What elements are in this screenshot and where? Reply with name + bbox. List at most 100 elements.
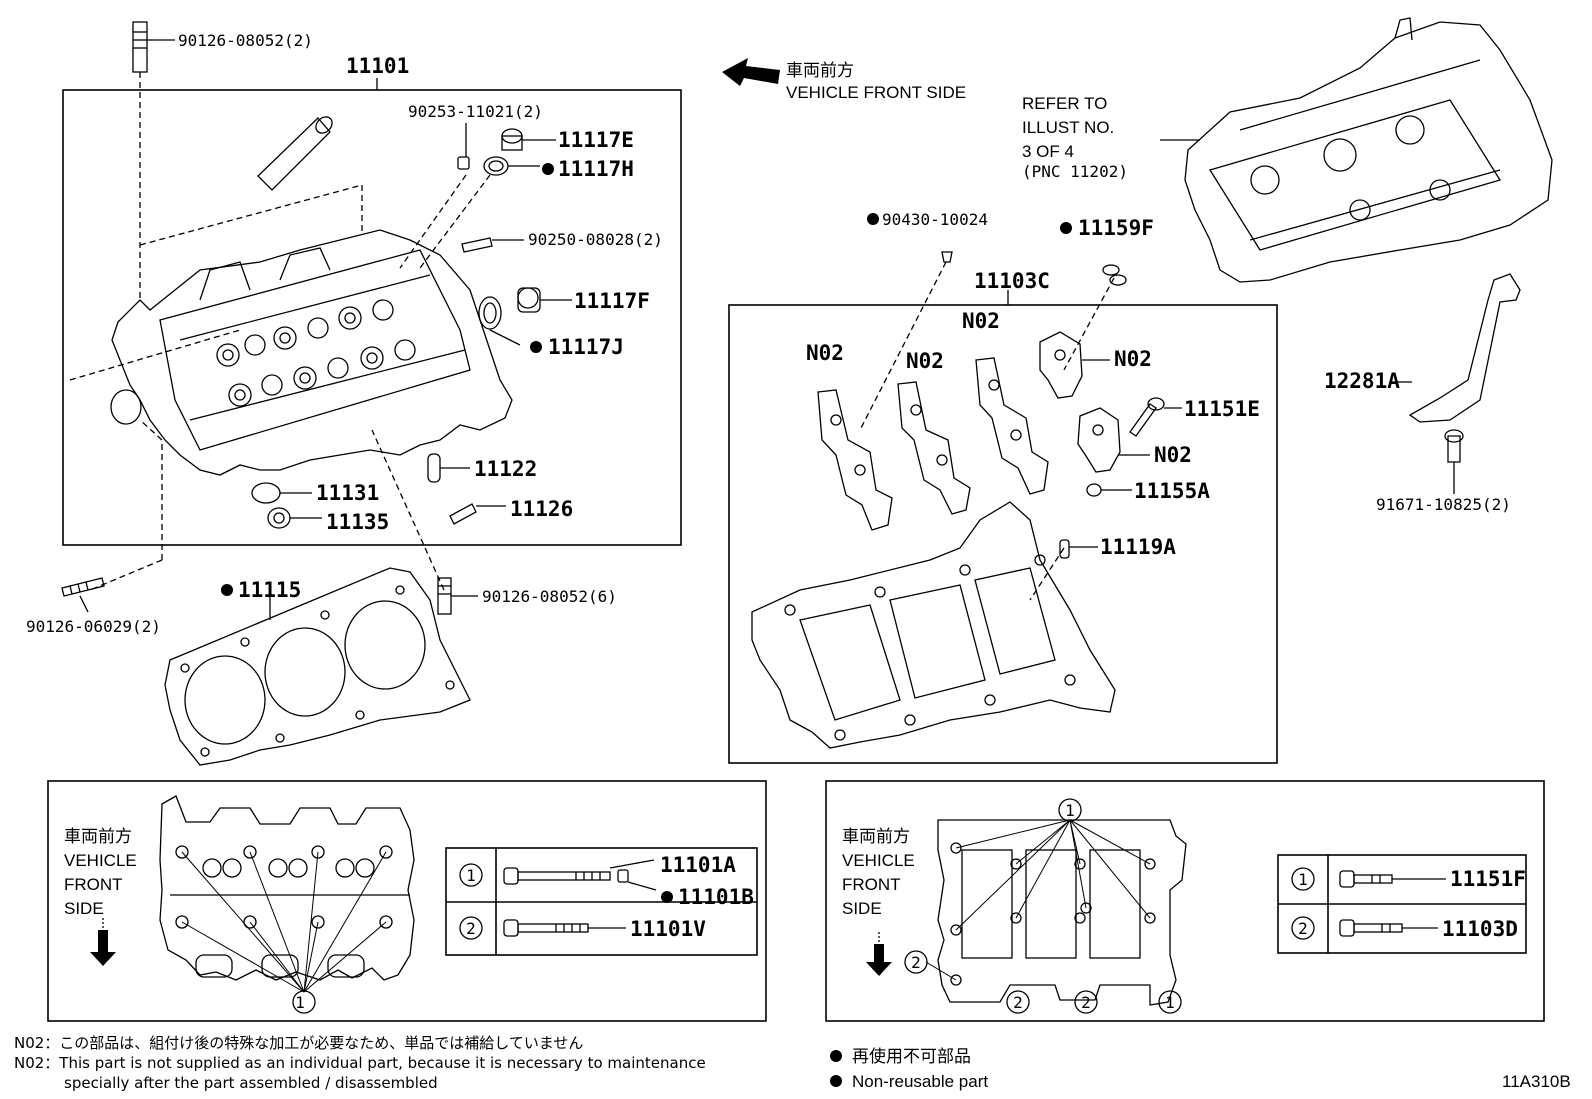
label-11117E: 11117E	[558, 128, 634, 152]
legend-jp: 再使用不可部品	[852, 1046, 971, 1066]
cylinder-head-box	[62, 89, 682, 546]
label-11117H: 11117H	[558, 157, 634, 181]
washer-90430	[941, 251, 953, 263]
head-top-view	[159, 795, 415, 981]
refer-line-2: ILLUST NO.	[1022, 118, 1114, 137]
seal-11117H	[483, 156, 540, 176]
label-11131: 11131	[316, 481, 379, 505]
cylinder-head	[111, 229, 513, 476]
label-11126: 11126	[510, 497, 573, 521]
seal-11131	[251, 482, 312, 504]
callout-1-right-top-text: 1	[1065, 801, 1075, 820]
front-side-jp-left: 車両前方	[64, 827, 132, 846]
bearing-cap-3	[975, 357, 1049, 495]
callout-circle-2-right-b	[1006, 990, 1030, 1014]
pin-11122	[427, 453, 470, 483]
clip-11159F	[1102, 264, 1127, 286]
label-11101: 11101	[346, 54, 409, 78]
front-side-en-left-2: FRONT	[64, 875, 123, 894]
label-90126-08052-6: 90126-08052(6)	[482, 587, 617, 606]
front-side-en-left-1: VEHICLE	[64, 851, 137, 870]
bearing-cap-1	[817, 389, 893, 531]
head-bolt-leaders	[181, 851, 387, 993]
table-1-right-text: 1	[1298, 870, 1308, 889]
callout-2-right-b-text: 2	[1013, 993, 1023, 1012]
cam-cover	[1184, 17, 1553, 283]
label-90430-10024: 90430-10024	[882, 210, 988, 229]
note-n02-jp: N02：この部品は、組付け後の特殊な加工が必要なため、単品では補給していません	[14, 1034, 583, 1052]
callout-circle-1-left	[292, 990, 316, 1014]
table-circle-1-left	[459, 863, 483, 887]
seal-11135	[267, 507, 322, 529]
callout-2-right-c-text: 2	[1081, 993, 1091, 1012]
label-12281A: 12281A	[1324, 369, 1400, 393]
bolt-11151F-icon	[1339, 870, 1446, 888]
label-11159F: 11159F	[1078, 216, 1154, 240]
seal-11117J	[478, 296, 521, 346]
bolt-11101V-icon	[503, 919, 626, 937]
front-arrow-top	[722, 58, 780, 86]
label-n02-c: N02	[962, 309, 1000, 333]
label-n02-a: N02	[806, 341, 844, 365]
front-side-en-right-2: FRONT	[842, 875, 901, 894]
label-11135: 11135	[326, 510, 389, 534]
plug-11117E	[501, 128, 556, 151]
bolt-11101A-icon	[503, 859, 655, 885]
plug-11117F	[517, 287, 572, 313]
label-11103C: 11103C	[974, 269, 1050, 293]
dowel-11155A	[1086, 483, 1132, 497]
cam-plug	[110, 389, 142, 425]
front-arrow-down-right	[866, 932, 892, 976]
label-n02-e: N02	[1154, 443, 1192, 467]
bearing-ladder	[751, 501, 1116, 749]
legend-en: Non-reusable part	[852, 1072, 988, 1091]
label-11103D: 11103D	[1442, 917, 1518, 941]
pin-11119A	[1059, 539, 1098, 559]
stud-08052-6	[437, 577, 478, 615]
label-11155A: 11155A	[1134, 479, 1210, 503]
front-side-en-right-1: VEHICLE	[842, 851, 915, 870]
label-11122: 11122	[474, 457, 537, 481]
callout-2-right-a-text: 2	[911, 953, 921, 972]
refer-line-4: (PNC 11202)	[1022, 162, 1128, 181]
refer-line-1: REFER TO	[1022, 94, 1107, 113]
front-side-en-right-3: SIDE	[842, 899, 882, 918]
bolt-11151E	[1129, 397, 1182, 437]
callout-circle-1-right-bottom	[1158, 990, 1182, 1014]
callout-circle-2-right-a	[904, 950, 928, 974]
label-90253-11021: 90253-11021(2)	[408, 102, 543, 121]
bearing-cap-5	[1077, 407, 1150, 473]
head-bolt-order-box	[47, 780, 767, 1022]
callout-circle-1-right-top	[1058, 798, 1082, 822]
front-arrow-down-left	[90, 918, 116, 966]
front-side-en-left-3: SIDE	[64, 899, 104, 918]
refer-line-3: 3 OF 4	[1022, 142, 1074, 161]
label-11117J: 11117J	[548, 335, 624, 359]
figure-id: 11A310B	[1502, 1072, 1571, 1091]
head-bores	[216, 299, 416, 407]
head-gasket	[164, 567, 471, 766]
bracket-12281A	[1392, 273, 1521, 423]
label-91671-10825: 91671-10825(2)	[1376, 495, 1511, 514]
bearing-cap-4	[1039, 331, 1110, 399]
note-n02-en-1: N02：This part is not supplied as an indi…	[14, 1054, 706, 1072]
callout-1-right-bottom-text: 1	[1165, 993, 1175, 1012]
cap-bolt-order-box	[825, 780, 1545, 1022]
stud-top	[132, 21, 148, 73]
pin-11126	[449, 503, 506, 525]
bearing-cap-2	[897, 381, 971, 515]
label-11117F: 11117F	[574, 289, 650, 313]
pin-90253	[457, 156, 470, 170]
tube-part	[257, 116, 333, 191]
label-11119A: 11119A	[1100, 535, 1176, 559]
pin-90250	[461, 237, 524, 253]
label-90126-06029: 90126-06029(2)	[26, 617, 161, 636]
label-11151F: 11151F	[1450, 867, 1526, 891]
table-1-left-text: 1	[466, 866, 476, 885]
table-circle-2-left	[459, 916, 483, 940]
front-side-jp-top: 車両前方	[786, 61, 854, 80]
label-11101B: 11101B	[678, 885, 754, 909]
label-11115: 11115	[238, 578, 301, 602]
front-side-en-top: VEHICLE FRONT SIDE	[786, 83, 966, 102]
